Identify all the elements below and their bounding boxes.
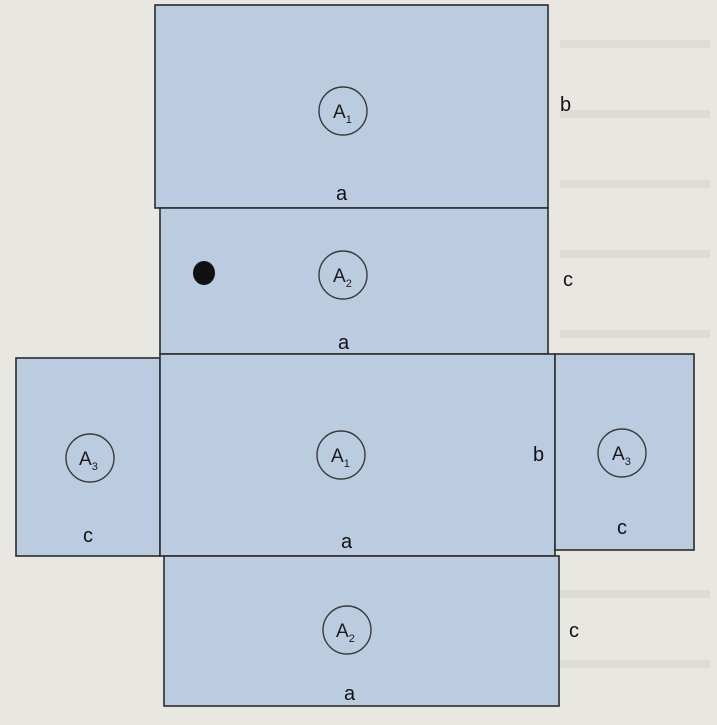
face-right-rect — [554, 353, 695, 551]
face-left-label: A3 — [79, 449, 98, 473]
marker-dot — [193, 261, 215, 285]
face-bottom: A2 a c — [163, 555, 579, 707]
face-bottom-edge-bottom-label: a — [344, 683, 356, 705]
face-center-label: A1 — [331, 446, 350, 470]
face-center-rect — [159, 353, 556, 557]
face-right: A3 c — [554, 353, 695, 551]
face-right-edge-bottom-label: c — [617, 517, 627, 539]
face-upper-mid: A2 a c — [159, 207, 573, 355]
face-upper-mid-label: A2 — [333, 266, 352, 290]
face-center-edge-bottom-label: a — [341, 531, 353, 553]
face-top-circle — [318, 86, 368, 136]
face-left-rect — [15, 357, 161, 557]
face-top: A1 a b — [154, 4, 571, 209]
face-center-edge-right-label: b — [533, 444, 544, 466]
face-upper-mid-rect — [159, 207, 549, 355]
face-bottom-rect — [163, 555, 560, 707]
face-top-label: A1 — [333, 102, 352, 126]
face-right-circle — [597, 428, 647, 478]
face-upper-mid-edge-bottom-label: a — [338, 332, 350, 354]
face-center: A1 a b — [159, 353, 556, 557]
face-left-edge-bottom-label: c — [83, 525, 93, 547]
face-top-rect — [154, 4, 549, 209]
face-left-circle — [65, 433, 115, 483]
face-left: A3 c b — [15, 357, 182, 557]
face-upper-mid-edge-right-label: c — [563, 269, 573, 291]
face-top-edge-bottom-label: a — [336, 183, 348, 205]
face-center-circle — [316, 430, 366, 480]
face-upper-mid-circle — [318, 250, 368, 300]
face-top-edge-right-label: b — [560, 94, 571, 116]
face-bottom-edge-right-label: c — [569, 620, 579, 642]
face-bottom-circle — [322, 605, 372, 655]
face-bottom-label: A2 — [336, 621, 355, 645]
face-right-label: A3 — [612, 444, 631, 468]
background-show-through — [560, 40, 710, 668]
